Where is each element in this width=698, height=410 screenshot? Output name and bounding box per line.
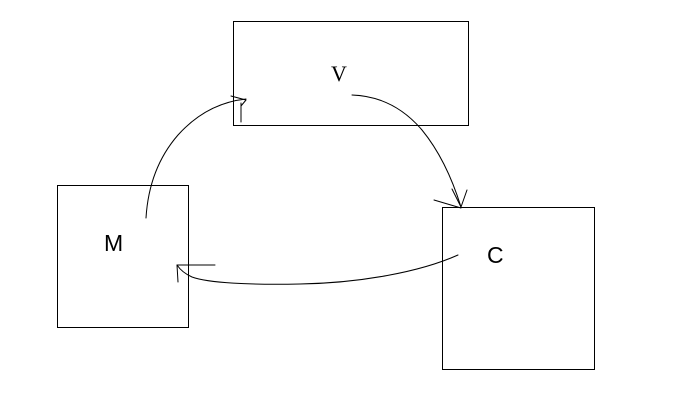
edge-c-to-m [176,254,459,285]
node-v: V [233,21,469,126]
node-v-label: V [331,61,347,86]
node-v-box [233,21,469,126]
edge-m-to-v-line [145,98,247,219]
node-m: M [57,185,189,328]
node-c-label: C [487,242,504,268]
node-m-label: M [104,230,123,256]
node-m-box [57,185,189,328]
edge-v-to-c [351,94,468,209]
edge-c-to-m-line [176,254,459,285]
edge-m-to-v [145,95,247,219]
edge-c-to-m-arrowhead [176,264,216,283]
node-c: C [442,207,595,370]
edge-m-to-v-arrowhead [230,95,247,123]
edge-v-to-c-line [351,94,462,208]
node-c-box [442,207,595,370]
edge-v-to-c-arrowhead [433,188,468,209]
